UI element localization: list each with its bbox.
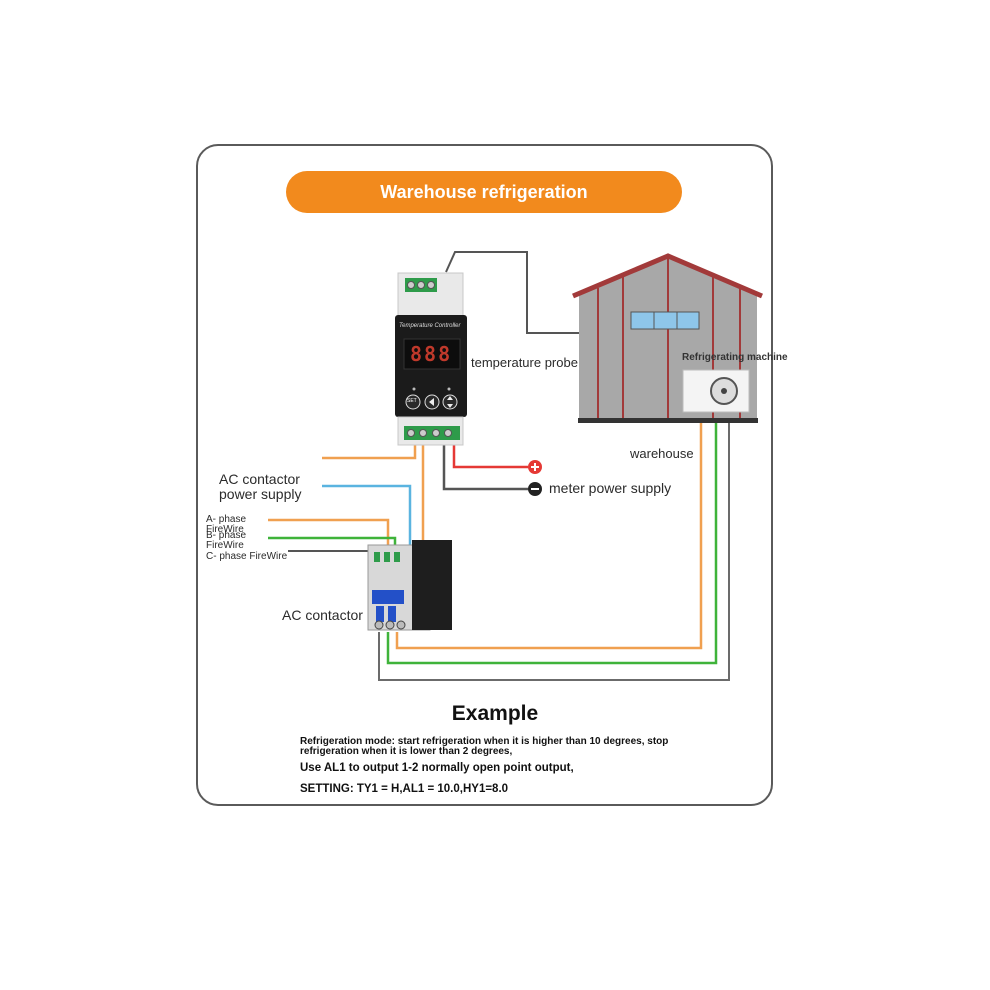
orange-output-wire xyxy=(395,418,703,650)
green-output-wire xyxy=(386,418,718,665)
phase-b-label-2: FireWire xyxy=(206,540,244,551)
warehouse-building xyxy=(572,253,763,423)
controller-display: 888 xyxy=(410,342,453,366)
example-line-4: SETTING: TY1 = H,AL1 = 10.0,HY1=8.0 xyxy=(300,783,509,795)
warehouse-label: warehouse xyxy=(630,446,694,461)
blue-wire xyxy=(322,484,412,545)
gray-wire-meter xyxy=(442,440,528,491)
diagram-title: Warehouse refrigeration xyxy=(286,171,682,213)
gray-output-wire xyxy=(378,418,730,681)
example-heading: Example xyxy=(451,702,539,725)
example-line-2: refrigeration when it is lower than 2 de… xyxy=(300,746,513,757)
phase-a-label-2: FireWire xyxy=(206,524,244,535)
machine-label: Refrigerating machine xyxy=(682,352,788,363)
example-line-3: Use AL1 to output 1-2 normally open poin… xyxy=(300,762,574,774)
probe-wire xyxy=(445,251,582,334)
diagram-card xyxy=(196,144,773,806)
temperature-controller xyxy=(395,272,467,446)
phase-c-label: C- phase FireWire xyxy=(206,551,288,562)
red-wire xyxy=(452,440,528,469)
orange-wire-ac-power xyxy=(322,440,417,460)
contactor-label: AC contactor xyxy=(282,607,363,623)
ac-power-label-1: AC contactor xyxy=(219,471,300,487)
example-line-1: Refrigeration mode: start refrigeration … xyxy=(300,736,669,747)
probe-label: temperature probe xyxy=(471,355,578,370)
ac-power-label-2: power supply xyxy=(219,486,302,502)
meter-power-label: meter power supply xyxy=(549,480,672,496)
phase-b-label-1: B- phase xyxy=(206,530,247,541)
ac-contactor xyxy=(367,540,452,631)
set-button: SET xyxy=(407,398,417,404)
controller-name: Temperature Controller xyxy=(399,323,461,329)
phase-a-wire xyxy=(268,518,390,550)
phase-a-label-1: A- phase xyxy=(206,514,247,525)
